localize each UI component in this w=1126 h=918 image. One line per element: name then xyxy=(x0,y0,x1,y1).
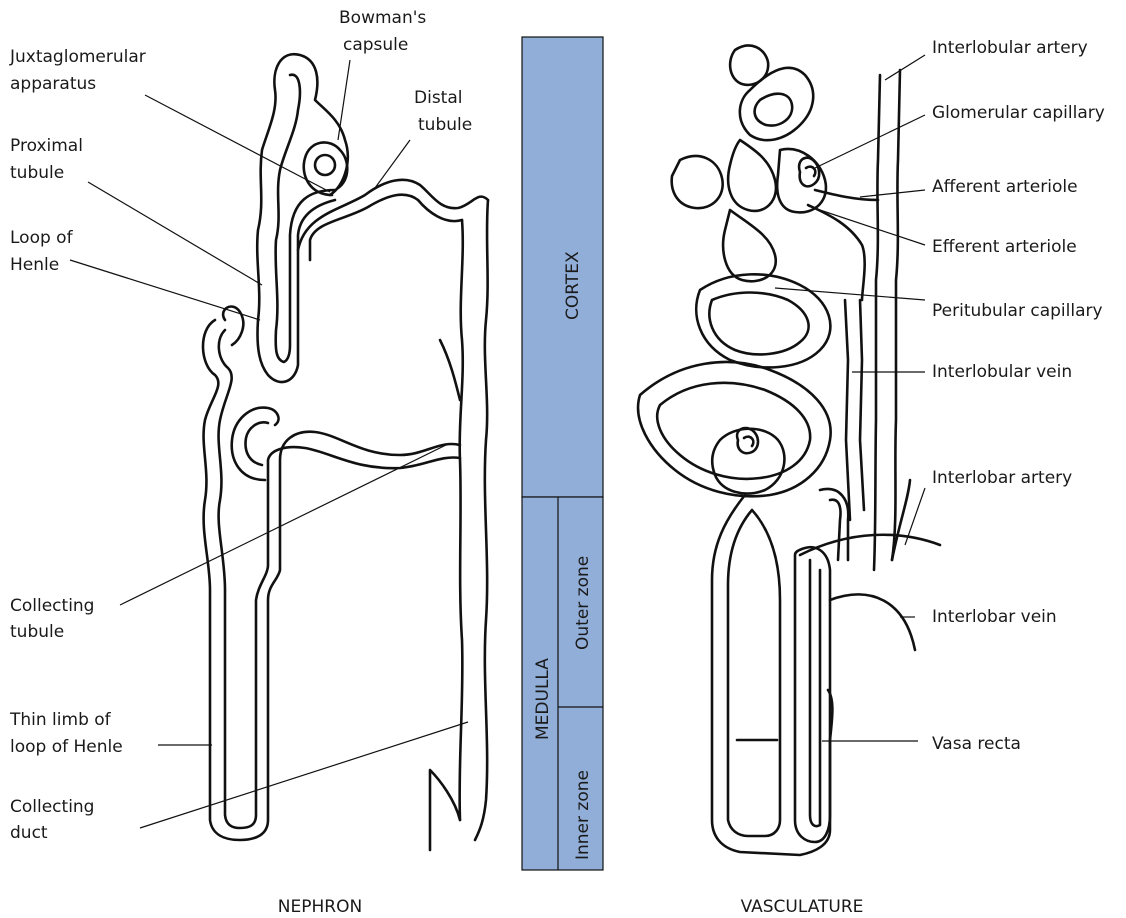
upper-nephron-outer xyxy=(257,54,347,382)
vasa-recta-loop-2 xyxy=(795,547,830,842)
vasa-recta-loop-3 xyxy=(810,560,820,826)
vasculature-drawing xyxy=(638,46,940,855)
leader-peritubular-capillary xyxy=(775,288,925,300)
leader-interlobular-artery xyxy=(885,55,925,80)
interlobular-vein-vessel-2 xyxy=(860,300,864,510)
label-afferent-arteriole: Afferent arteriole xyxy=(932,177,1078,197)
label-peritubular-capillary: Peritubular capillary xyxy=(932,301,1103,321)
label-interlobular-artery: Interlobular artery xyxy=(932,38,1088,58)
label-efferent-arteriole: Efferent arteriole xyxy=(932,237,1077,257)
lower-nephron-inner xyxy=(219,330,460,828)
label-collecting-tubule-2: tubule xyxy=(10,622,64,642)
label-interlobar-artery: Interlobar artery xyxy=(932,468,1072,488)
capillary-network-2 xyxy=(755,94,793,126)
lower-bowmans-inner xyxy=(246,422,268,465)
upper-bowmans-capsule xyxy=(304,142,348,195)
label-proximal-tubule-1: Proximal xyxy=(10,136,83,156)
label-thin-limb-2: loop of Henle xyxy=(10,737,123,757)
label-thin-limb-1: Thin limb of xyxy=(9,710,112,730)
zone-bar: CORTEX MEDULLA Outer zone Inner zone xyxy=(522,37,603,870)
leader-collecting-tubule xyxy=(120,445,446,605)
label-distal-tubule-2: tubule xyxy=(418,115,472,135)
label-bowmans-capsule-2: capsule xyxy=(343,35,408,55)
capillary-network-3 xyxy=(728,140,776,211)
efferent-arteriole-vessel xyxy=(808,205,865,300)
lower-bowmans-capsule xyxy=(232,408,279,480)
medulla-label: MEDULLA xyxy=(533,658,553,740)
label-vasa-recta: Vasa recta xyxy=(932,734,1021,754)
leader-juxtaglomerular xyxy=(145,95,330,192)
nephron-labels: Bowman's capsule Juxtaglomerular apparat… xyxy=(9,8,472,917)
leader-glomerular-capillary xyxy=(815,115,925,168)
leader-loop-of-henle xyxy=(70,260,260,320)
label-interlobular-vein: Interlobular vein xyxy=(932,362,1072,382)
capillary-network-5 xyxy=(723,210,776,281)
lower-proximal-coil xyxy=(223,307,243,345)
interlobular-artery-vessel-2 xyxy=(892,70,900,560)
label-distal-tubule-1: Distal xyxy=(414,88,462,108)
leader-afferent-arteriole xyxy=(860,190,925,197)
leader-collecting-duct xyxy=(140,722,468,828)
label-loop-of-henle-2: Henle xyxy=(10,255,59,275)
lower-glomerulus-tuft xyxy=(737,428,758,453)
inner-zone-label: Inner zone xyxy=(573,770,593,860)
label-collecting-tubule-1: Collecting xyxy=(10,596,94,616)
nephron-drawing xyxy=(203,54,488,850)
label-collecting-duct-2: duct xyxy=(10,823,48,843)
label-bowmans-capsule-1: Bowman's xyxy=(339,8,426,28)
label-interlobar-vein: Interlobar vein xyxy=(932,607,1057,627)
interlobar-vein-arc xyxy=(830,594,915,650)
vasa-recta-inner-1 xyxy=(728,510,780,836)
capillary-network-7 xyxy=(709,293,808,355)
leader-bowmans-capsule xyxy=(338,60,350,140)
collecting-duct-branch xyxy=(430,770,460,850)
outer-zone-label: Outer zone xyxy=(573,556,593,650)
label-juxtaglomerular-1: Juxtaglomerular xyxy=(9,47,146,67)
leader-efferent-arteriole xyxy=(808,206,925,245)
capillary-network-10 xyxy=(712,429,784,494)
capillary-network-11 xyxy=(672,156,723,208)
interlobular-vein-vessel xyxy=(845,300,850,520)
upper-glomerulus xyxy=(315,155,335,175)
label-proximal-tubule-2: tubule xyxy=(10,163,64,183)
upper-distal-tubule-inner xyxy=(310,195,462,260)
label-loop-of-henle-1: Loop of xyxy=(10,228,74,248)
collecting-duct-right-wall xyxy=(475,200,488,840)
interlobular-artery-vessel xyxy=(874,75,880,570)
cortex-label: CORTEX xyxy=(563,251,583,320)
label-juxtaglomerular-2: apparatus xyxy=(10,74,96,94)
leader-proximal-tubule xyxy=(88,182,262,285)
vasa-recta-loop-5 xyxy=(830,500,841,560)
capillary-network-12 xyxy=(730,46,768,85)
collecting-duct-side-branch xyxy=(440,340,460,400)
vasculature-title: VASCULATURE xyxy=(741,897,864,917)
glomerular-capillary-tuft xyxy=(799,158,819,187)
collecting-duct-left-wall xyxy=(460,220,463,820)
label-glomerular-capillary: Glomerular capillary xyxy=(932,103,1105,123)
label-collecting-duct-1: Collecting xyxy=(10,797,94,817)
nephron-title: NEPHRON xyxy=(278,897,362,917)
lower-nephron-outer xyxy=(203,320,460,840)
capillary-network-1 xyxy=(740,68,813,140)
